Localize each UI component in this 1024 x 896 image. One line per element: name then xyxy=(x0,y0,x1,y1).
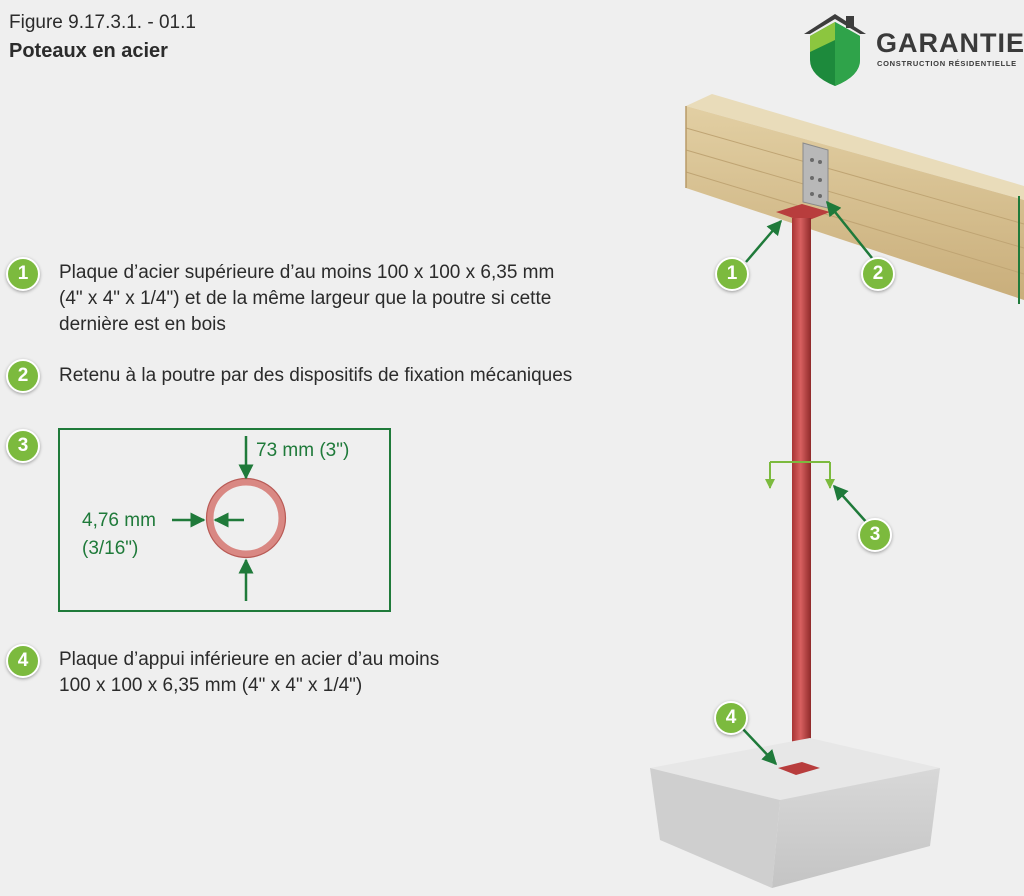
garantie-logo: GARANTIE CONSTRUCTION RÉSIDENTIELLE xyxy=(800,6,1024,88)
leader-2 xyxy=(826,200,873,259)
leader-1 xyxy=(745,219,782,263)
callout-4-badge: 4 xyxy=(714,701,748,735)
steel-column xyxy=(792,218,811,768)
figure-code: Figure 9.17.3.1. - 01.1 xyxy=(9,12,196,33)
top-plate xyxy=(776,204,830,222)
item-4-line-2: 100 x 100 x 6,35 mm (4" x 4" x 1/4") xyxy=(59,675,363,696)
wall-in-label: (3/16") xyxy=(82,538,139,559)
concrete-footing xyxy=(650,738,940,888)
item-4-badge: 4 xyxy=(6,644,40,678)
section-detail-box xyxy=(58,428,391,612)
callout-2-badge: 2 xyxy=(861,257,895,291)
callout-1-badge: 1 xyxy=(715,257,749,291)
item-1-line-2: (4" x 4" x 1/4") et de la même largeur q… xyxy=(59,288,552,309)
item-1-line-3: dernière est en bois xyxy=(59,314,226,335)
diameter-label: 73 mm (3") xyxy=(256,440,350,461)
bottom-plate xyxy=(778,762,820,775)
item-2-badge: 2 xyxy=(6,359,40,393)
item-1-text: Plaque d’acier supérieure d’au moins 100… xyxy=(59,260,554,338)
connection-bracket xyxy=(802,142,829,209)
leader-3 xyxy=(832,484,869,525)
leader-4 xyxy=(741,727,778,766)
item-3-badge: 3 xyxy=(6,429,40,463)
wall-mm-label: 4,76 mm xyxy=(82,510,156,531)
item-2-line-1: Retenu à la poutre par des dispositifs d… xyxy=(59,365,573,386)
item-1-line-1: Plaque d’acier supérieure d’au moins 100… xyxy=(59,262,555,283)
house-shield-icon xyxy=(804,14,866,86)
logo-name: GARANTIE xyxy=(876,28,1024,58)
item-2-text: Retenu à la poutre par des dispositifs d… xyxy=(59,363,572,389)
item-4-line-1: Plaque d’appui inférieure en acier d’au … xyxy=(59,649,440,670)
item-1-badge: 1 xyxy=(6,257,40,291)
item-4-text: Plaque d’appui inférieure en acier d’au … xyxy=(59,647,439,699)
logo-subtitle: CONSTRUCTION RÉSIDENTIELLE xyxy=(877,59,1017,68)
figure-title: Poteaux en acier xyxy=(9,40,168,62)
section-cut-marker xyxy=(765,461,835,489)
callout-3-badge: 3 xyxy=(858,518,892,552)
